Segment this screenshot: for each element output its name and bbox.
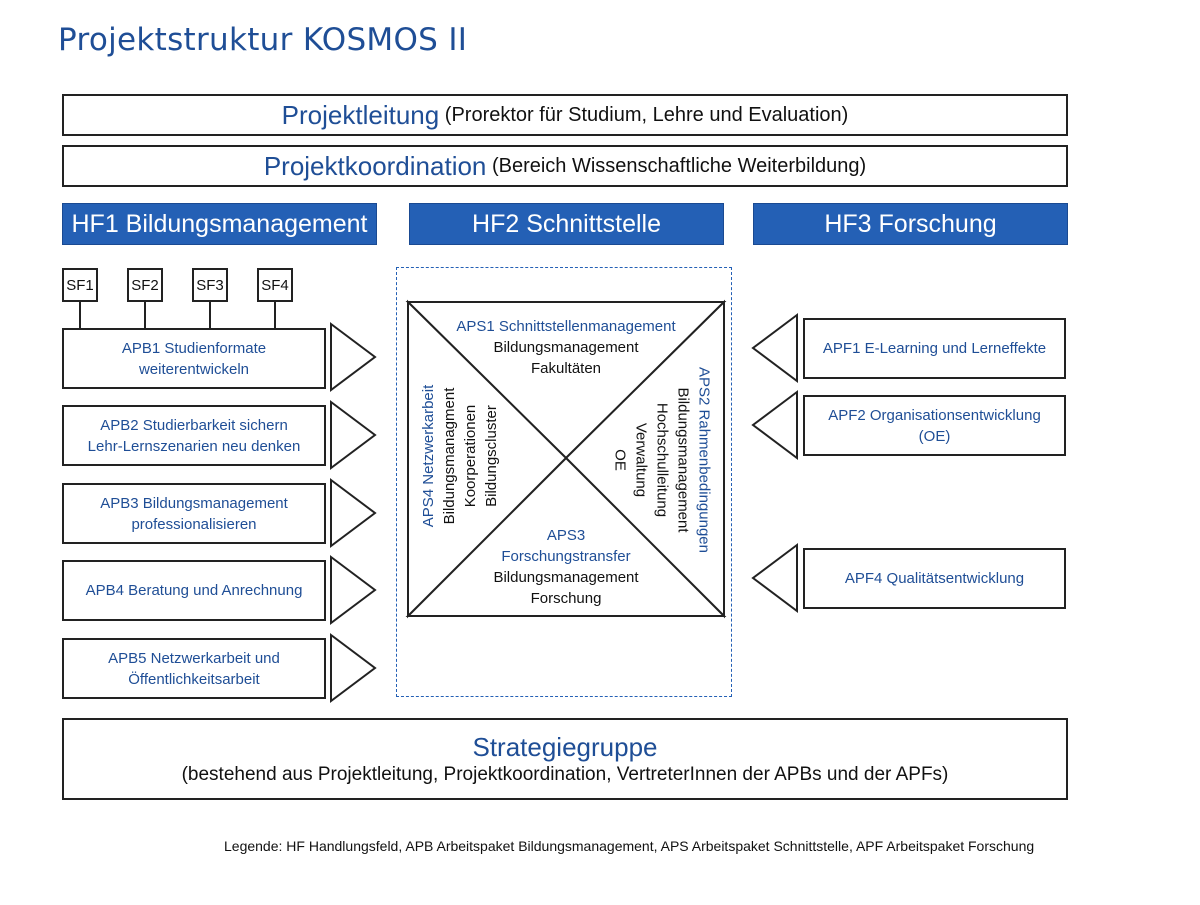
apb5-arrow: [330, 633, 377, 703]
apf1-label: APF1 E-Learning und Lerneffekte: [822, 340, 1047, 357]
aps3-title1: APS3: [546, 527, 586, 544]
apb1-line1: APB1 Studienformate weiterentwickeln: [121, 339, 267, 378]
aps4-text: APS4 Netzwerkarbeit Bildungsmanagment Ko…: [418, 385, 502, 528]
projektleitung-label: Projektleitung: [281, 99, 440, 130]
projektleitung-detail: (Prorektor für Studium, Lehre und Evalua…: [444, 103, 849, 126]
apf4-arrow: [751, 543, 798, 613]
apf2-arrow: [751, 390, 798, 460]
aps2-line4: OE: [611, 449, 629, 471]
sf4-box: SF4: [257, 268, 293, 302]
apb1-box: APB1 Studienformate weiterentwickeln: [62, 328, 326, 389]
aps4-line3: Bildungscluster: [483, 405, 500, 507]
apb3-box: APB3 Bildungsmanagement professionalisie…: [62, 483, 326, 544]
strategiegruppe-title: Strategiegruppe: [472, 731, 658, 762]
apb4-line1: APB4 Beratung und Anrechnung: [85, 582, 303, 599]
apb2-arrow: [330, 400, 377, 470]
hf2-dashed-container: [396, 267, 732, 697]
apb1-arrow: [330, 322, 377, 392]
aps4-line2: Koorperationen: [462, 404, 479, 508]
apb2-line2: Lehr-Lernszenarien neu denken: [87, 437, 301, 455]
projektkoordination-detail: (Bereich Wissenschaftliche Weiterbildung…: [491, 154, 867, 177]
apf2-label: APF2 Organisationsentwicklung (OE): [828, 406, 1041, 445]
legend: Legende: HF Handlungsfeld, APB Arbeitspa…: [224, 838, 1035, 854]
strategiegruppe-subtitle: (bestehend aus Projektleitung, Projektko…: [181, 764, 949, 786]
sf1-box: SF1: [62, 268, 98, 302]
apf4-box: APF4 Qualitätsentwicklung: [803, 548, 1066, 609]
apb4-arrow: [330, 555, 377, 625]
aps1-line1: Bildungsmanagement: [493, 339, 639, 356]
aps2-line3: Verwaltung: [632, 422, 650, 498]
apb3-arrow: [330, 478, 377, 548]
sf2-box: SF2: [127, 268, 163, 302]
aps2-title: APS2 Rahmenbedingungen: [695, 367, 713, 553]
apb3-line1: APB3 Bildungsmanagement: [100, 494, 288, 512]
apb5-box: APB5 Netzwerkarbeit und Öffentlichkeitsa…: [62, 638, 326, 699]
hf3-header: HF3 Forschung: [753, 203, 1068, 245]
aps2-line2: Hochschulleitung: [653, 402, 671, 518]
apb5-line2: Öffentlichkeitsarbeit: [128, 670, 260, 688]
hf2-header: HF2 Schnittstelle: [409, 203, 724, 245]
aps2-text: APS2 Rahmenbedingungen Bildungsmanagemen…: [610, 367, 715, 553]
apb4-box: APB4 Beratung und Anrechnung: [62, 560, 326, 621]
strategiegruppe-box: Strategiegruppe (bestehend aus Projektle…: [62, 718, 1068, 800]
apb2-box: APB2 Studierbarkeit sichern Lehr-Lernsze…: [62, 405, 326, 466]
aps3-line1: Bildungsmanagement: [493, 569, 639, 586]
apb2-line1: APB2 Studierbarkeit sichern: [100, 416, 288, 434]
apb5-line1: APB5 Netzwerkarbeit und: [108, 649, 280, 667]
projektkoordination-label: Projektkoordination: [263, 150, 487, 181]
aps4-title: APS4 Netzwerkarbeit: [420, 384, 437, 528]
aps1-text: APS1 Schnittstellenmanagement Bildungsma…: [456, 316, 675, 379]
apf1-box: APF1 E-Learning und Lerneffekte: [803, 318, 1066, 379]
aps3-line2: Forschung: [530, 590, 602, 607]
sf3-box: SF3: [192, 268, 228, 302]
aps3-title2: Forschungstransfer: [501, 548, 631, 565]
aps4-triangle: [407, 299, 568, 619]
apb3-line2: professionalisieren: [131, 515, 257, 533]
aps2-line1: Bildungsmanagement: [674, 387, 692, 533]
apf2-box: APF2 Organisationsentwicklung (OE): [803, 395, 1066, 456]
aps3-text: APS3 Forschungstransfer Bildungsmanageme…: [493, 525, 638, 609]
aps1-title: APS1 Schnittstellenmanagement: [456, 318, 676, 335]
apf1-arrow: [751, 313, 798, 383]
projektkoordination-box: Projektkoordination (Bereich Wissenschaf…: [62, 145, 1068, 187]
hf1-header: HF1 Bildungsmanagement: [62, 203, 377, 245]
apf4-label: APF4 Qualitätsentwicklung: [844, 570, 1025, 587]
aps1-line2: Fakultäten: [530, 360, 602, 377]
projektleitung-box: Projektleitung (Prorektor für Studium, L…: [62, 94, 1068, 136]
aps4-line1: Bildungsmanagment: [441, 387, 458, 525]
page-title: Projektstruktur KOSMOS II: [58, 22, 468, 58]
